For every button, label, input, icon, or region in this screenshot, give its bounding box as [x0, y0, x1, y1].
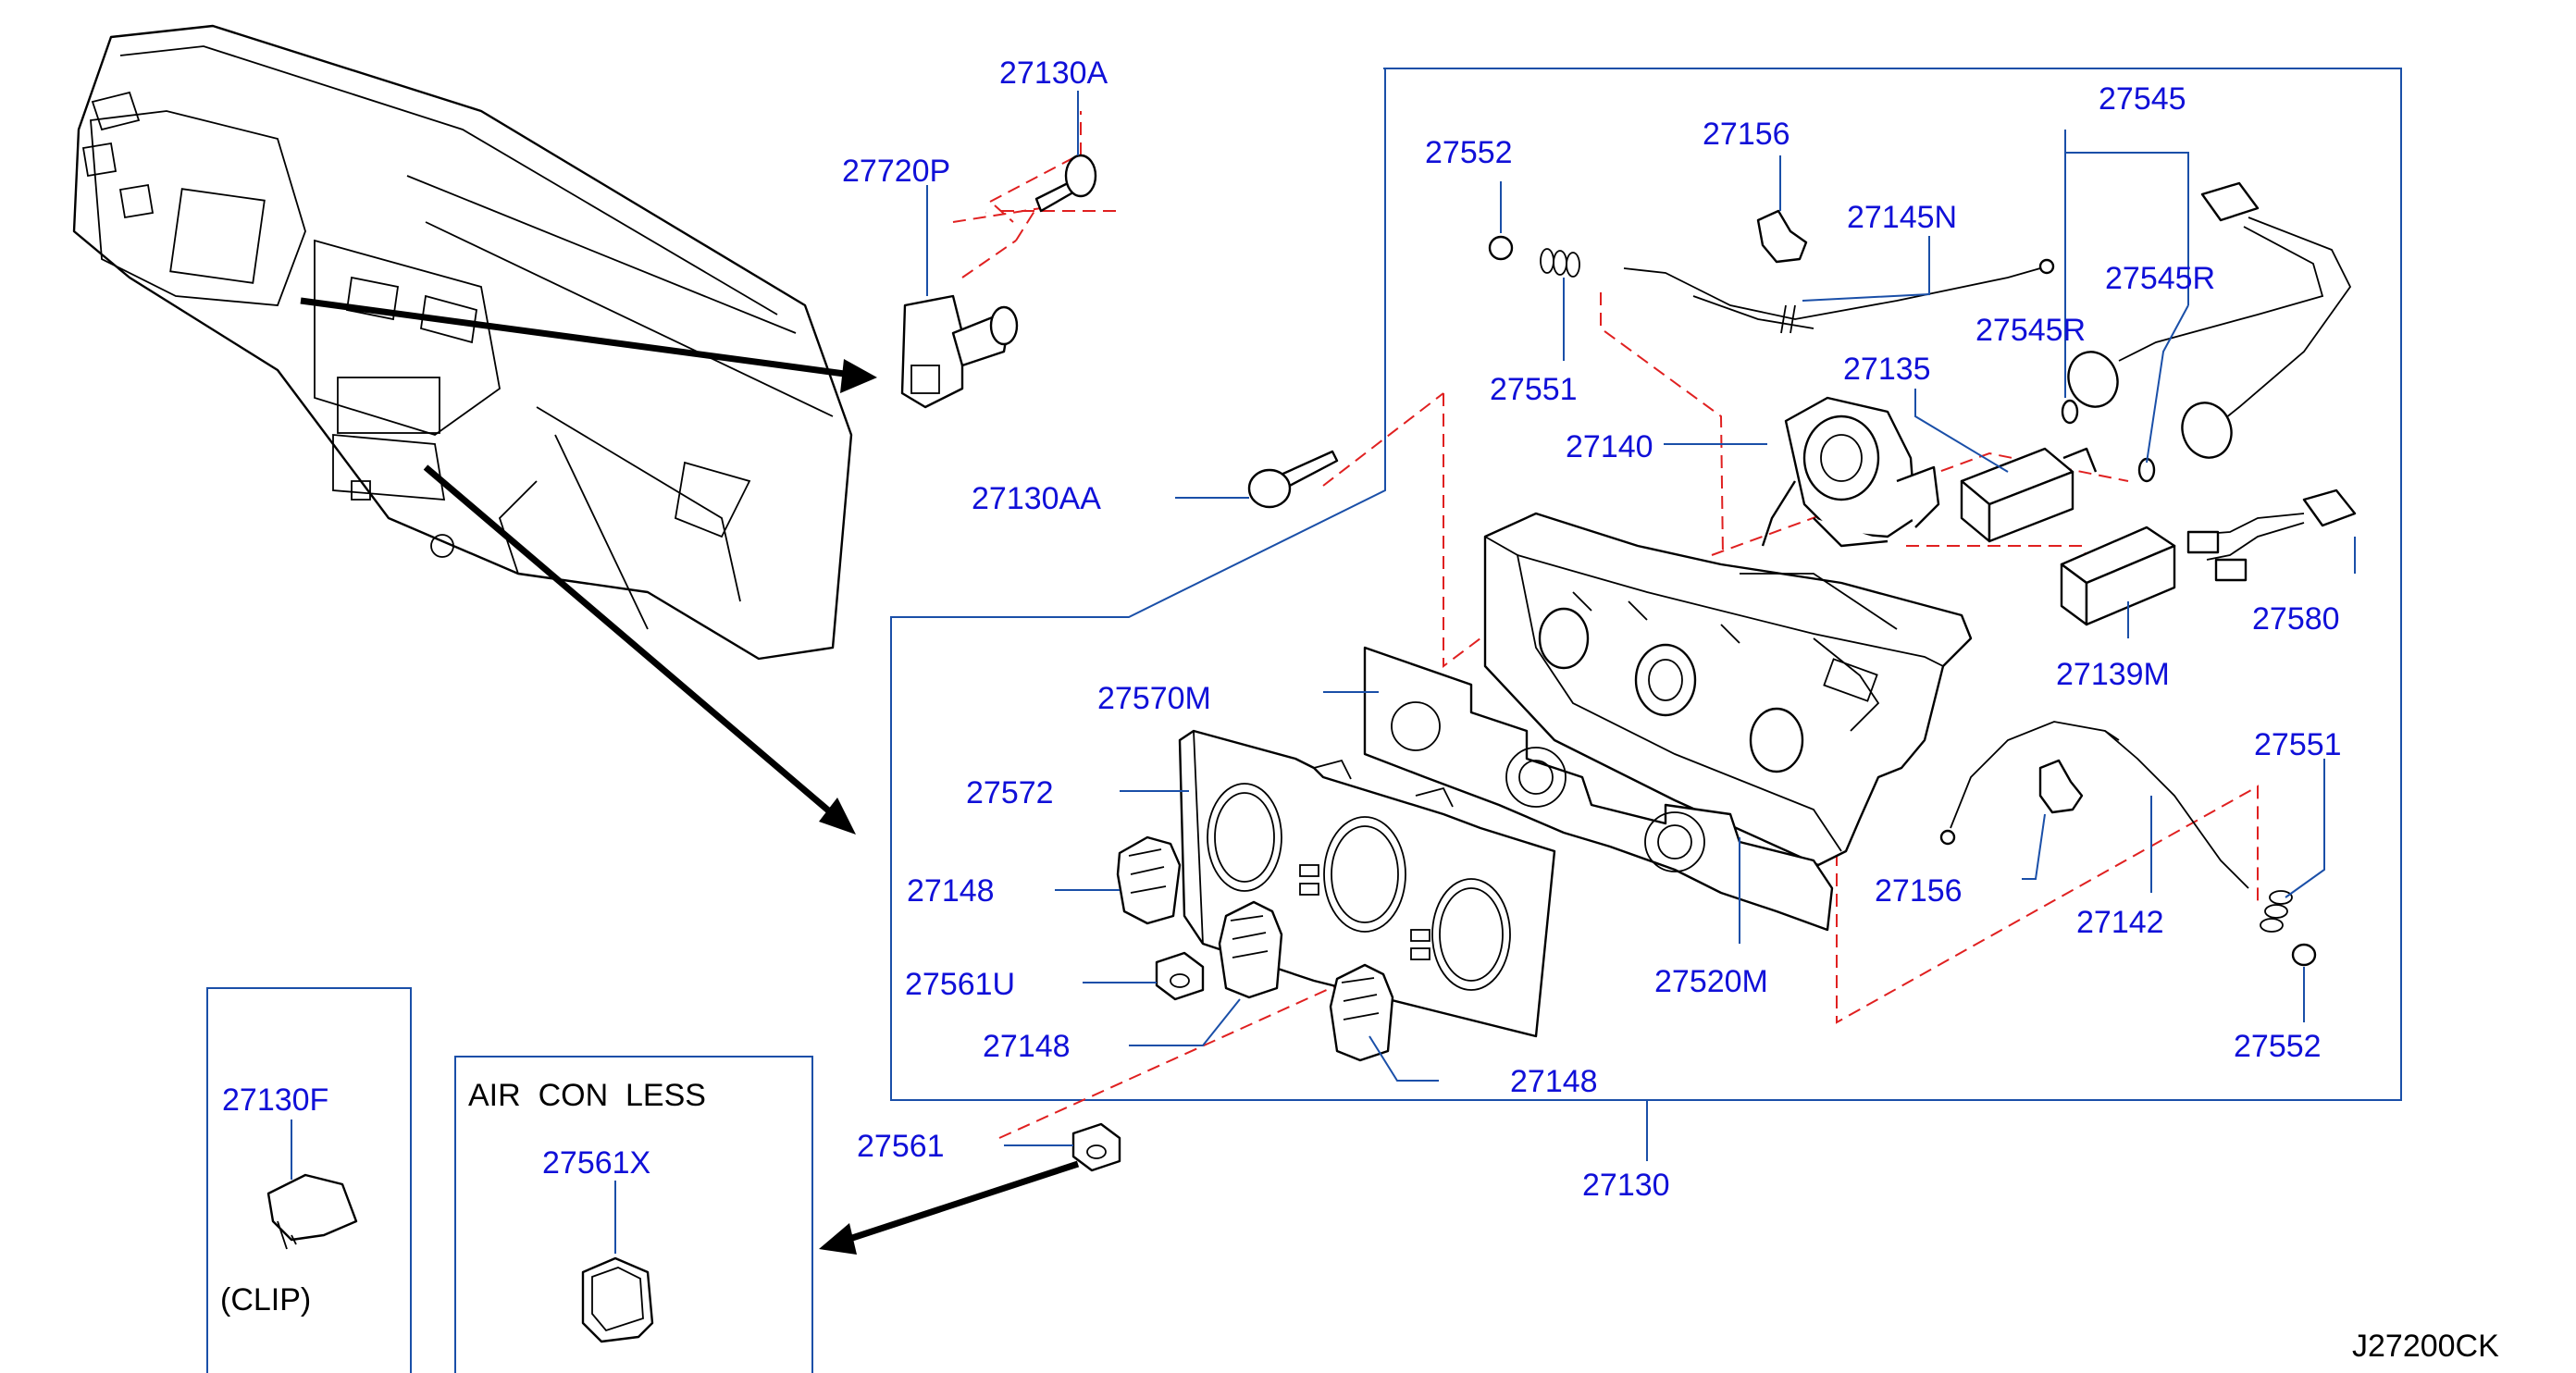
label-27570M[interactable]: 27570M — [1097, 681, 1211, 716]
label-27561[interactable]: 27561 — [857, 1129, 945, 1164]
arrows — [300, 297, 1080, 1255]
part-27561-pieces-drawing — [1071, 951, 1205, 1172]
part-27148-knobs-drawing — [1116, 835, 1394, 1062]
part-27130AA-screw-drawing — [1247, 450, 1339, 509]
label-27130[interactable]: 27130 — [1582, 1168, 1670, 1203]
label-27545R-left[interactable]: 27545R — [1975, 313, 2086, 348]
diagram-code: J27200CK — [2352, 1329, 2499, 1364]
part-27570M-plate-drawing — [1363, 646, 1834, 932]
label-27551-top[interactable]: 27551 — [1490, 372, 1578, 407]
air-con-less-inset-frame — [454, 1056, 813, 1373]
part-27561X-cap-drawing — [581, 1256, 654, 1343]
main-assembly-frame — [890, 68, 2402, 1101]
label-27145N[interactable]: 27145N — [1847, 200, 1957, 235]
dashboard-drawing — [72, 24, 853, 661]
label-27545[interactable]: 27545 — [2099, 81, 2186, 117]
label-27148-right[interactable]: 27148 — [1510, 1064, 1598, 1099]
part-27156-clip-top-drawing — [1756, 209, 1808, 264]
part-number-labels: 27130A 27720P 27130AA 27552 27156 27145N… — [222, 56, 2342, 1203]
label-27552-bottom[interactable]: 27552 — [2234, 1029, 2322, 1064]
springs-and-rings — [1488, 235, 2317, 967]
part-27145N-cable-drawing — [1623, 258, 2055, 334]
part-27139M-switch-drawing — [2060, 457, 2176, 626]
part-27720P-clip-drawing — [900, 294, 1019, 409]
label-27156-top[interactable]: 27156 — [1703, 117, 1790, 152]
label-27720P[interactable]: 27720P — [842, 154, 950, 189]
part-27520M-housing-drawing — [1483, 512, 1973, 867]
part-27140-motor-drawing — [1761, 396, 1940, 548]
label-27156-bottom[interactable]: 27156 — [1875, 873, 1963, 909]
label-27572[interactable]: 27572 — [966, 775, 1054, 810]
label-27142[interactable]: 27142 — [2076, 905, 2164, 940]
label-27545R-right[interactable]: 27545R — [2105, 261, 2215, 296]
label-27135[interactable]: 27135 — [1843, 352, 1931, 387]
part-27580-harness-drawing — [2186, 489, 2357, 582]
label-27580[interactable]: 27580 — [2252, 601, 2340, 637]
part-27130A-screw-drawing — [961, 154, 1097, 278]
label-27520M[interactable]: 27520M — [1654, 964, 1768, 999]
label-27561U[interactable]: 27561U — [905, 967, 1015, 1002]
label-27551-bottom[interactable]: 27551 — [2254, 727, 2342, 762]
clip-inset-frame — [206, 987, 412, 1373]
label-27561X[interactable]: 27561X — [542, 1145, 650, 1181]
label-27130AA[interactable]: 27130AA — [972, 481, 1101, 516]
label-27148-middle[interactable]: 27148 — [983, 1029, 1071, 1064]
part-27135-switch-drawing — [1960, 399, 2098, 543]
part-27545-harness-drawing — [2067, 181, 2352, 459]
air-con-less-caption: AIR CON LESS — [468, 1078, 706, 1113]
part-27130F-clip-drawing — [266, 1173, 358, 1250]
label-27130F[interactable]: 27130F — [222, 1082, 328, 1118]
leader-lines — [291, 91, 2356, 1254]
label-27148-left[interactable]: 27148 — [907, 873, 995, 909]
label-27139M[interactable]: 27139M — [2056, 657, 2170, 692]
label-27140[interactable]: 27140 — [1566, 429, 1653, 464]
clip-caption: (CLIP) — [220, 1282, 311, 1317]
assembly-dashed-lines — [952, 111, 2259, 1139]
label-27552-top[interactable]: 27552 — [1425, 135, 1513, 170]
label-27130A[interactable]: 27130A — [999, 56, 1108, 91]
part-27142-cable-drawing — [1939, 721, 2249, 889]
